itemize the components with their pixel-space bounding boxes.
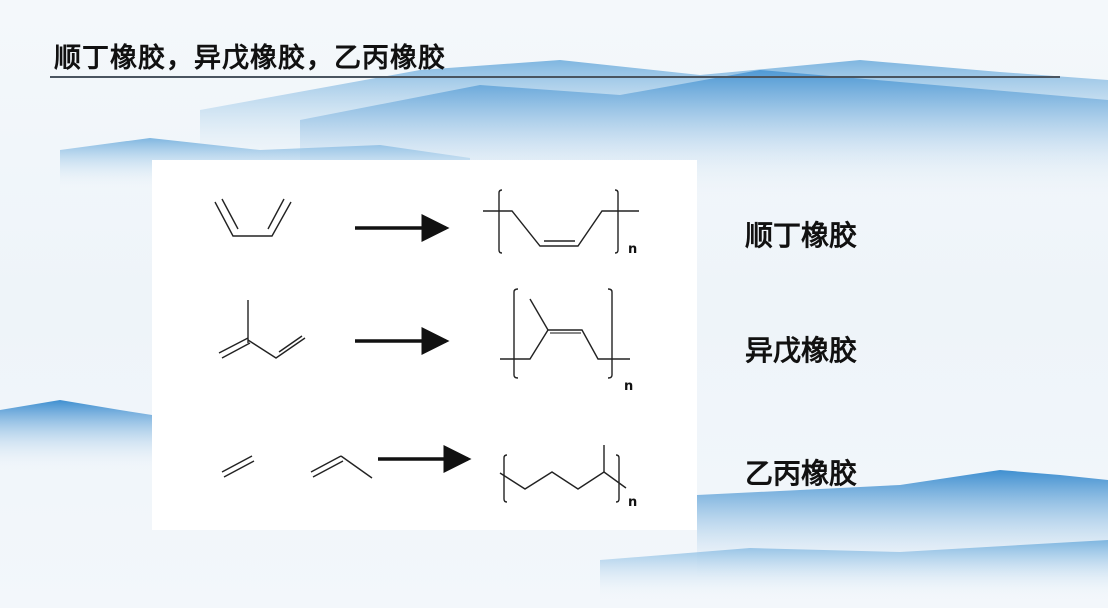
- subscript-n: n: [624, 379, 633, 394]
- slide-title: 顺丁橡胶，异戊橡胶，乙丙橡胶: [54, 43, 446, 74]
- subscript-n: n: [628, 495, 637, 510]
- polyisoprene-repeat-unit: n: [500, 288, 633, 394]
- title-divider: [50, 76, 1060, 78]
- label-isoprene-rubber: 异戊橡胶: [745, 334, 858, 367]
- ethylene-propylene-repeat-unit: n: [499, 445, 637, 510]
- butadiene-monomer: [214, 198, 292, 237]
- ethylene-monomer: [221, 455, 255, 478]
- isoprene-monomer: [218, 300, 306, 359]
- label-ethylene-propylene-rubber: 乙丙橡胶: [745, 457, 858, 490]
- polybutadiene-repeat-unit: n: [483, 189, 639, 257]
- label-cis-butadiene-rubber: 顺丁橡胶: [745, 219, 858, 252]
- propylene-monomer: [310, 455, 373, 479]
- subscript-n: n: [628, 242, 637, 257]
